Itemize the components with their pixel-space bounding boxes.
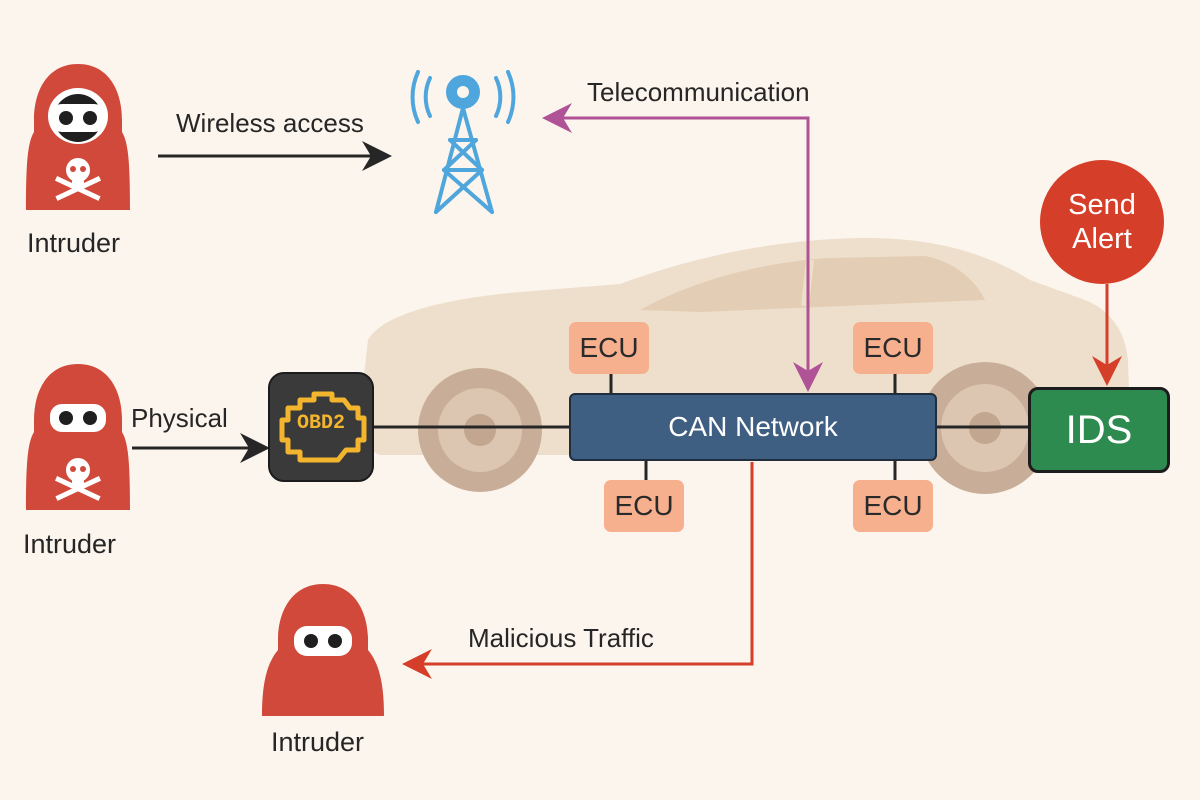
radio-tower-icon	[410, 70, 516, 214]
ids-box: IDS	[1028, 387, 1170, 473]
ecu-box: ECU	[853, 480, 933, 532]
telecommunication-label: Telecommunication	[587, 77, 810, 107]
can-network-bus: CAN Network	[569, 393, 937, 461]
alert-line-2: Alert	[1072, 223, 1132, 255]
ecu-box: ECU	[569, 322, 649, 374]
ecu-box: ECU	[604, 480, 684, 532]
obd2-port: OBD2	[268, 372, 374, 482]
engine-check-icon	[279, 391, 367, 463]
hooded-intruder-icon	[26, 364, 130, 510]
wireless-access-label: Wireless access	[176, 108, 364, 138]
intruder-label: Intruder	[23, 529, 117, 559]
skull-crossbones-icon	[54, 458, 102, 501]
intruder-label: Intruder	[27, 228, 121, 258]
skull-crossbones-icon	[54, 158, 102, 201]
intruder-label: Intruder	[271, 727, 365, 757]
alert-line-1: Send	[1068, 189, 1136, 221]
hooded-intruder-icon	[26, 64, 130, 210]
physical-label: Physical	[131, 403, 228, 433]
hooded-intruder-icon	[262, 584, 384, 716]
obd2-label: OBD2	[296, 412, 345, 435]
malicious-traffic-label: Malicious Traffic	[468, 623, 654, 653]
send-alert-badge: Send Alert	[1040, 160, 1164, 284]
ecu-box: ECU	[853, 322, 933, 374]
